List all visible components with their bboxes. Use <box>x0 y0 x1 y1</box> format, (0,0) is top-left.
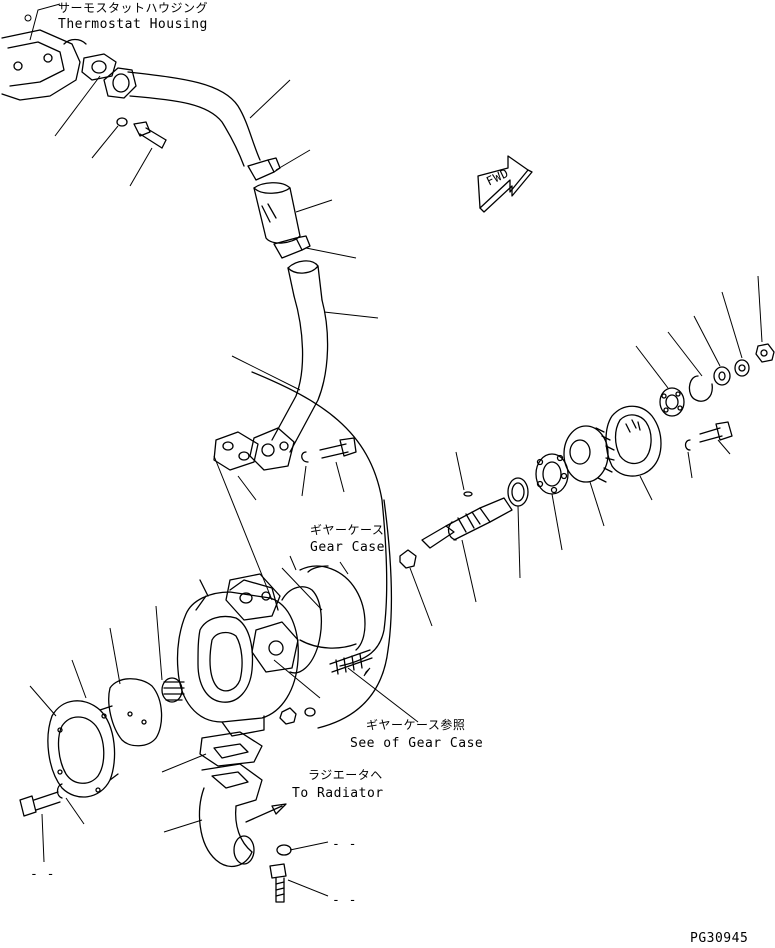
shaft-nut <box>755 343 775 363</box>
bearing-3 <box>659 387 685 417</box>
drawing-number: PG30945 <box>690 931 749 946</box>
gear-case-outline <box>251 371 388 667</box>
impeller-plate <box>108 678 163 747</box>
lock-washer <box>734 359 750 377</box>
thermostat-label-jp: サーモスタットハウジング <box>58 1 209 15</box>
qty-dash-3: - - <box>30 867 55 882</box>
see-gear-case-label-en: See of Gear Case <box>350 736 484 751</box>
washer-top <box>116 117 128 127</box>
pump-outlet-flange <box>225 573 299 673</box>
gasket-top <box>81 53 117 81</box>
pump-rear-ring <box>281 565 366 674</box>
washer-small <box>304 707 316 717</box>
impeller-nut <box>399 549 417 569</box>
upper-pipe-flange <box>103 67 137 99</box>
washer-right <box>684 439 691 451</box>
qty-dash-1: - - <box>332 837 357 852</box>
qty-dash-2: - - <box>332 893 357 908</box>
bolt-lower-left <box>19 791 61 817</box>
lower-water-pipe <box>271 260 329 453</box>
bolt-bottom <box>269 863 287 903</box>
bearing-1 <box>507 477 529 507</box>
bolt-mid <box>319 437 357 459</box>
mechanical-seal <box>161 677 185 703</box>
bolt-top <box>133 121 167 149</box>
gear-housing <box>605 405 662 477</box>
radiator-label-en: To Radiator <box>292 786 384 801</box>
upper-water-pipe <box>127 71 261 167</box>
radiator-arrow <box>245 805 283 823</box>
bearing-2 <box>535 453 569 495</box>
rubber-hose <box>253 182 301 244</box>
gear-case-label-en: Gear Case <box>310 540 385 555</box>
fwd-arrow-icon <box>477 155 533 213</box>
pump-cover <box>47 700 119 798</box>
washer-lower-left <box>56 783 63 799</box>
lower-pipe-flange <box>249 427 295 471</box>
water-pump-body <box>176 579 299 737</box>
see-gear-case-label-jp: ギヤーケース参照 <box>366 718 466 732</box>
thermostat-housing <box>1 29 87 101</box>
washer-mid <box>301 451 309 463</box>
gear-case-label-jp: ギヤーケース <box>310 523 385 537</box>
nut-small <box>279 707 297 725</box>
gasket-lower <box>199 731 263 767</box>
thermostat-label-en: Thermostat Housing <box>58 17 208 32</box>
gasket-mid <box>213 431 259 471</box>
leader-thermostat <box>29 3 61 41</box>
hose-clamp-1 <box>247 157 281 181</box>
outlet-elbow <box>198 763 263 868</box>
thrust-washer <box>713 366 731 386</box>
pump-shaft <box>421 497 513 549</box>
bolt-right <box>699 421 733 443</box>
snap-ring <box>688 375 713 402</box>
hose-clamp-2 <box>273 235 311 259</box>
stud-bolts <box>329 649 373 675</box>
key-pin <box>463 491 473 497</box>
washer-bottom <box>276 844 292 856</box>
radiator-label-jp: ラジエータヘ <box>308 768 383 782</box>
